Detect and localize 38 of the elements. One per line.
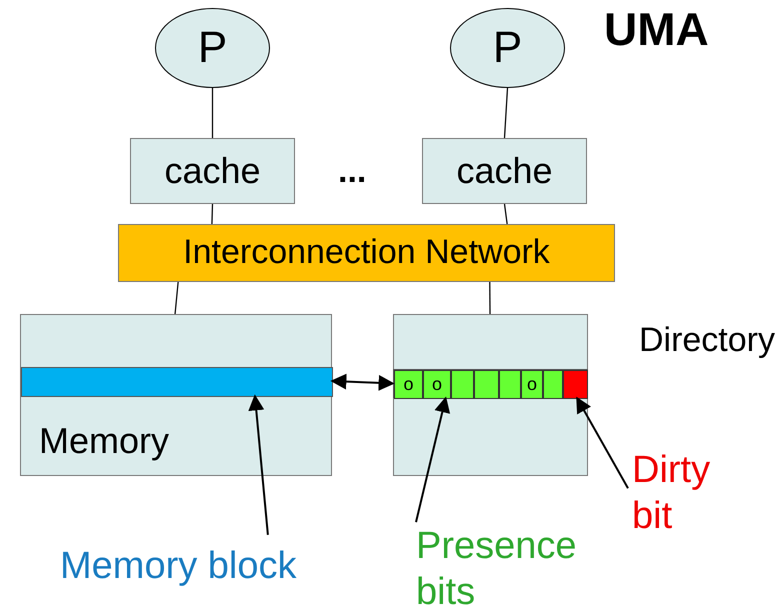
node-label: cache [456, 151, 553, 191]
bit-cell [423, 370, 451, 399]
connector-line [174, 282, 179, 314]
callout-label: Dirty bit [632, 448, 712, 539]
network-bar [118, 224, 615, 282]
cache-box [422, 138, 587, 204]
node-label: Interconnection Network [183, 234, 550, 272]
leader-line [576, 396, 629, 489]
bit-vector [393, 369, 588, 398]
double-arrow [330, 374, 395, 391]
node-label: Directory [638, 322, 775, 360]
callout-label: Presence bits [416, 524, 578, 615]
connector-line [211, 204, 214, 224]
bit-cell [543, 370, 563, 399]
callout-label: Memory block [60, 544, 296, 590]
bit-mark: o [526, 375, 537, 395]
bit-cell [499, 370, 521, 399]
connector-line [489, 282, 491, 314]
connector-line [504, 88, 508, 138]
node-label: P [492, 24, 522, 72]
node-label: P [198, 24, 228, 72]
bit-mark: o [432, 375, 442, 395]
connector-line [504, 204, 508, 224]
node-label: Memory [39, 421, 170, 461]
connector-line [212, 88, 214, 138]
bit-mark: o [403, 375, 414, 395]
leader-line [248, 394, 269, 535]
ellipsis-label: ... [338, 152, 366, 191]
title: UMA [604, 2, 709, 56]
memory-block-bar [21, 367, 333, 397]
bit-cell [474, 370, 499, 399]
bit-cell [451, 370, 474, 399]
memory-box [20, 314, 332, 476]
dirty-bit-cell [563, 370, 588, 399]
bit-cell [394, 370, 423, 399]
node-label: cache [164, 151, 261, 191]
cache-box [130, 138, 295, 204]
bit-cell [521, 370, 543, 399]
